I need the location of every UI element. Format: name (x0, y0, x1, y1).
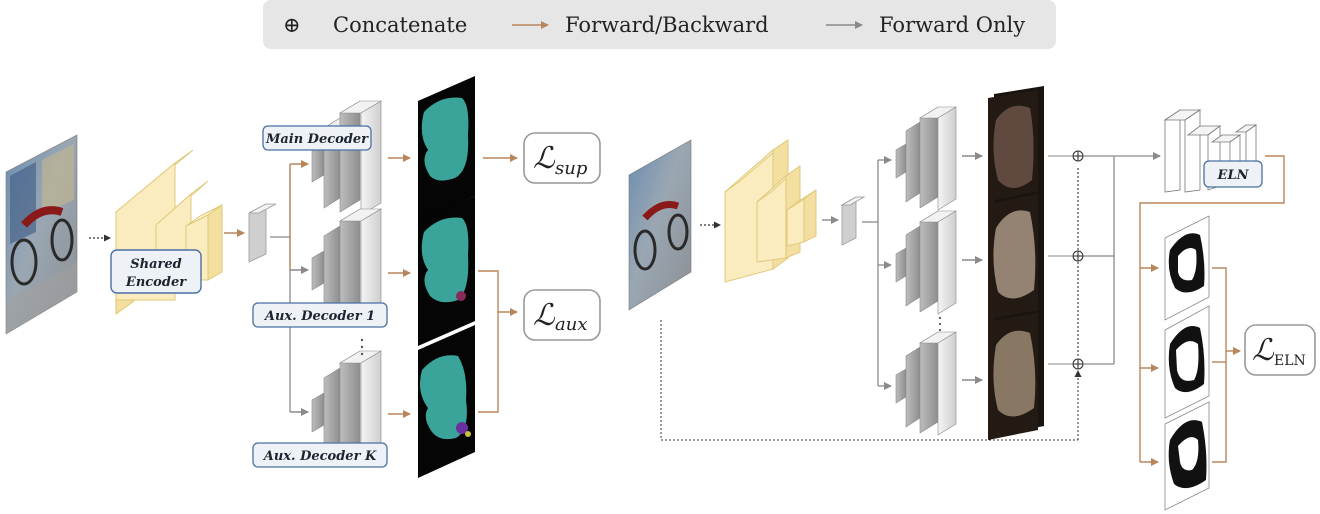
fo-legend-label: Forward Only (879, 13, 1025, 37)
concat-legend-icon: ⊕ (283, 13, 301, 37)
aux-decoder-1-blocks (311, 208, 383, 324)
feature-map-2 (988, 190, 1044, 326)
input-image-left (5, 134, 78, 335)
decoder-k-right (895, 331, 958, 436)
eln-output-routing (1139, 155, 1285, 466)
legend: ⊕ Concatenate Forward/Backward Forward O… (263, 0, 1056, 49)
sup-loss-symbol: ℒ (533, 141, 556, 176)
decoder-1-right (895, 106, 958, 211)
aux-loss-bracket (478, 270, 499, 413)
decoder-ellipsis-left (360, 338, 364, 356)
sup-loss-box (523, 132, 601, 184)
feature-cube-left (248, 203, 277, 263)
main-decoder-label: Main Decoder (265, 132, 369, 147)
sup-loss-subscript: sup (555, 158, 588, 179)
feature-cube-right (840, 196, 866, 246)
fb-legend-label: Forward/Backward (565, 13, 769, 37)
binary-mask-3 (1164, 401, 1210, 511)
decoder-output-arrows-right (962, 152, 983, 384)
legend-background (263, 0, 1056, 49)
aux-loss-subscript: aux (555, 314, 587, 335)
eln-loss-bracket (1212, 267, 1241, 463)
aux-loss-box (523, 289, 601, 341)
branch-lines-left (270, 160, 309, 416)
aux-decoder-1-label-box (252, 302, 388, 328)
concat-to-eln-lines (1083, 152, 1161, 365)
main-prediction-mask (418, 76, 475, 222)
aux-decoder-k-label-box (252, 442, 388, 468)
decoder-2-right (895, 210, 958, 315)
concat-legend-label: Concatenate (333, 13, 467, 37)
encoder-blocks-right (724, 139, 817, 283)
aux-decoder-k-blocks (311, 350, 383, 466)
aux-decoder-k-label: Aux. Decoder K (262, 449, 377, 464)
eln-loss-symbol: ℒ (1252, 333, 1275, 368)
eln-label-box (1203, 160, 1263, 188)
aux-loss-symbol: ℒ (533, 298, 556, 333)
feature-map-1 (988, 86, 1044, 214)
feature-map-k (988, 309, 1044, 440)
main-decoder-label-box (262, 125, 372, 151)
input-image-right (628, 139, 692, 311)
binary-mask-2 (1164, 305, 1210, 419)
auxk-prediction-mask (418, 325, 475, 478)
concat-nodes (1048, 150, 1084, 370)
shared-encoder-label-line1: Shared (130, 257, 181, 272)
eln-loss-box (1244, 324, 1316, 376)
decoder-ellipsis-right (938, 316, 942, 332)
eln-loss-subscript: ELN (1274, 353, 1306, 369)
shared-encoder-label-line2: Encoder (125, 275, 187, 290)
main-decoder-blocks (310, 100, 383, 216)
aux-decoder-1-label: Aux. Decoder 1 (263, 309, 375, 324)
eln-label: ELN (1217, 168, 1250, 183)
shared-encoder-label-box (110, 249, 202, 294)
branch-lines-right (862, 156, 892, 390)
aux1-prediction-mask (418, 196, 475, 346)
binary-mask-1 (1164, 215, 1210, 321)
